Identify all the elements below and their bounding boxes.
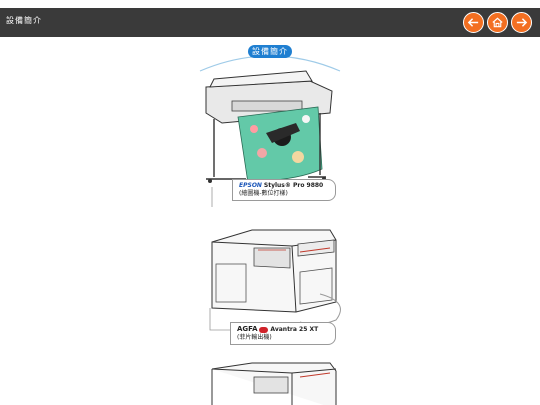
arrow-right-icon bbox=[516, 18, 528, 27]
home-icon bbox=[492, 17, 503, 28]
app-header: 設備簡介 bbox=[0, 8, 540, 37]
home-button[interactable] bbox=[487, 12, 508, 33]
device-model: Avantra 25 XT bbox=[270, 326, 319, 333]
agfa-logo-icon bbox=[259, 326, 269, 333]
next-button[interactable] bbox=[511, 12, 532, 33]
device-card-agfa: AGFA Avantra 25 XT (菲片輸出機) bbox=[230, 322, 336, 345]
page-title: 設備簡介 bbox=[6, 16, 42, 25]
device-caption: (菲片輸出機) bbox=[237, 334, 272, 341]
arrow-left-icon bbox=[467, 18, 479, 27]
brand-epson: EPSON bbox=[239, 182, 262, 189]
device-model: Stylus® Pro 9880 bbox=[263, 182, 324, 189]
content-area[interactable]: 設備簡介 EPSON Stylus® Pro 9880 (繪圖機-數位打樣) bbox=[0, 37, 540, 405]
back-button[interactable] bbox=[463, 12, 484, 33]
printer-illustration bbox=[205, 70, 333, 207]
top-strip bbox=[0, 0, 540, 8]
brand-agfa: AGFA bbox=[237, 325, 258, 333]
machine-illustration-partial bbox=[211, 362, 337, 405]
device-caption: (繪圖機-數位打樣) bbox=[239, 190, 288, 197]
imagesetter-illustration bbox=[209, 229, 341, 331]
section-title: 設備簡介 bbox=[248, 45, 292, 58]
device-card-epson: EPSON Stylus® Pro 9880 (繪圖機-數位打樣) bbox=[232, 179, 336, 201]
